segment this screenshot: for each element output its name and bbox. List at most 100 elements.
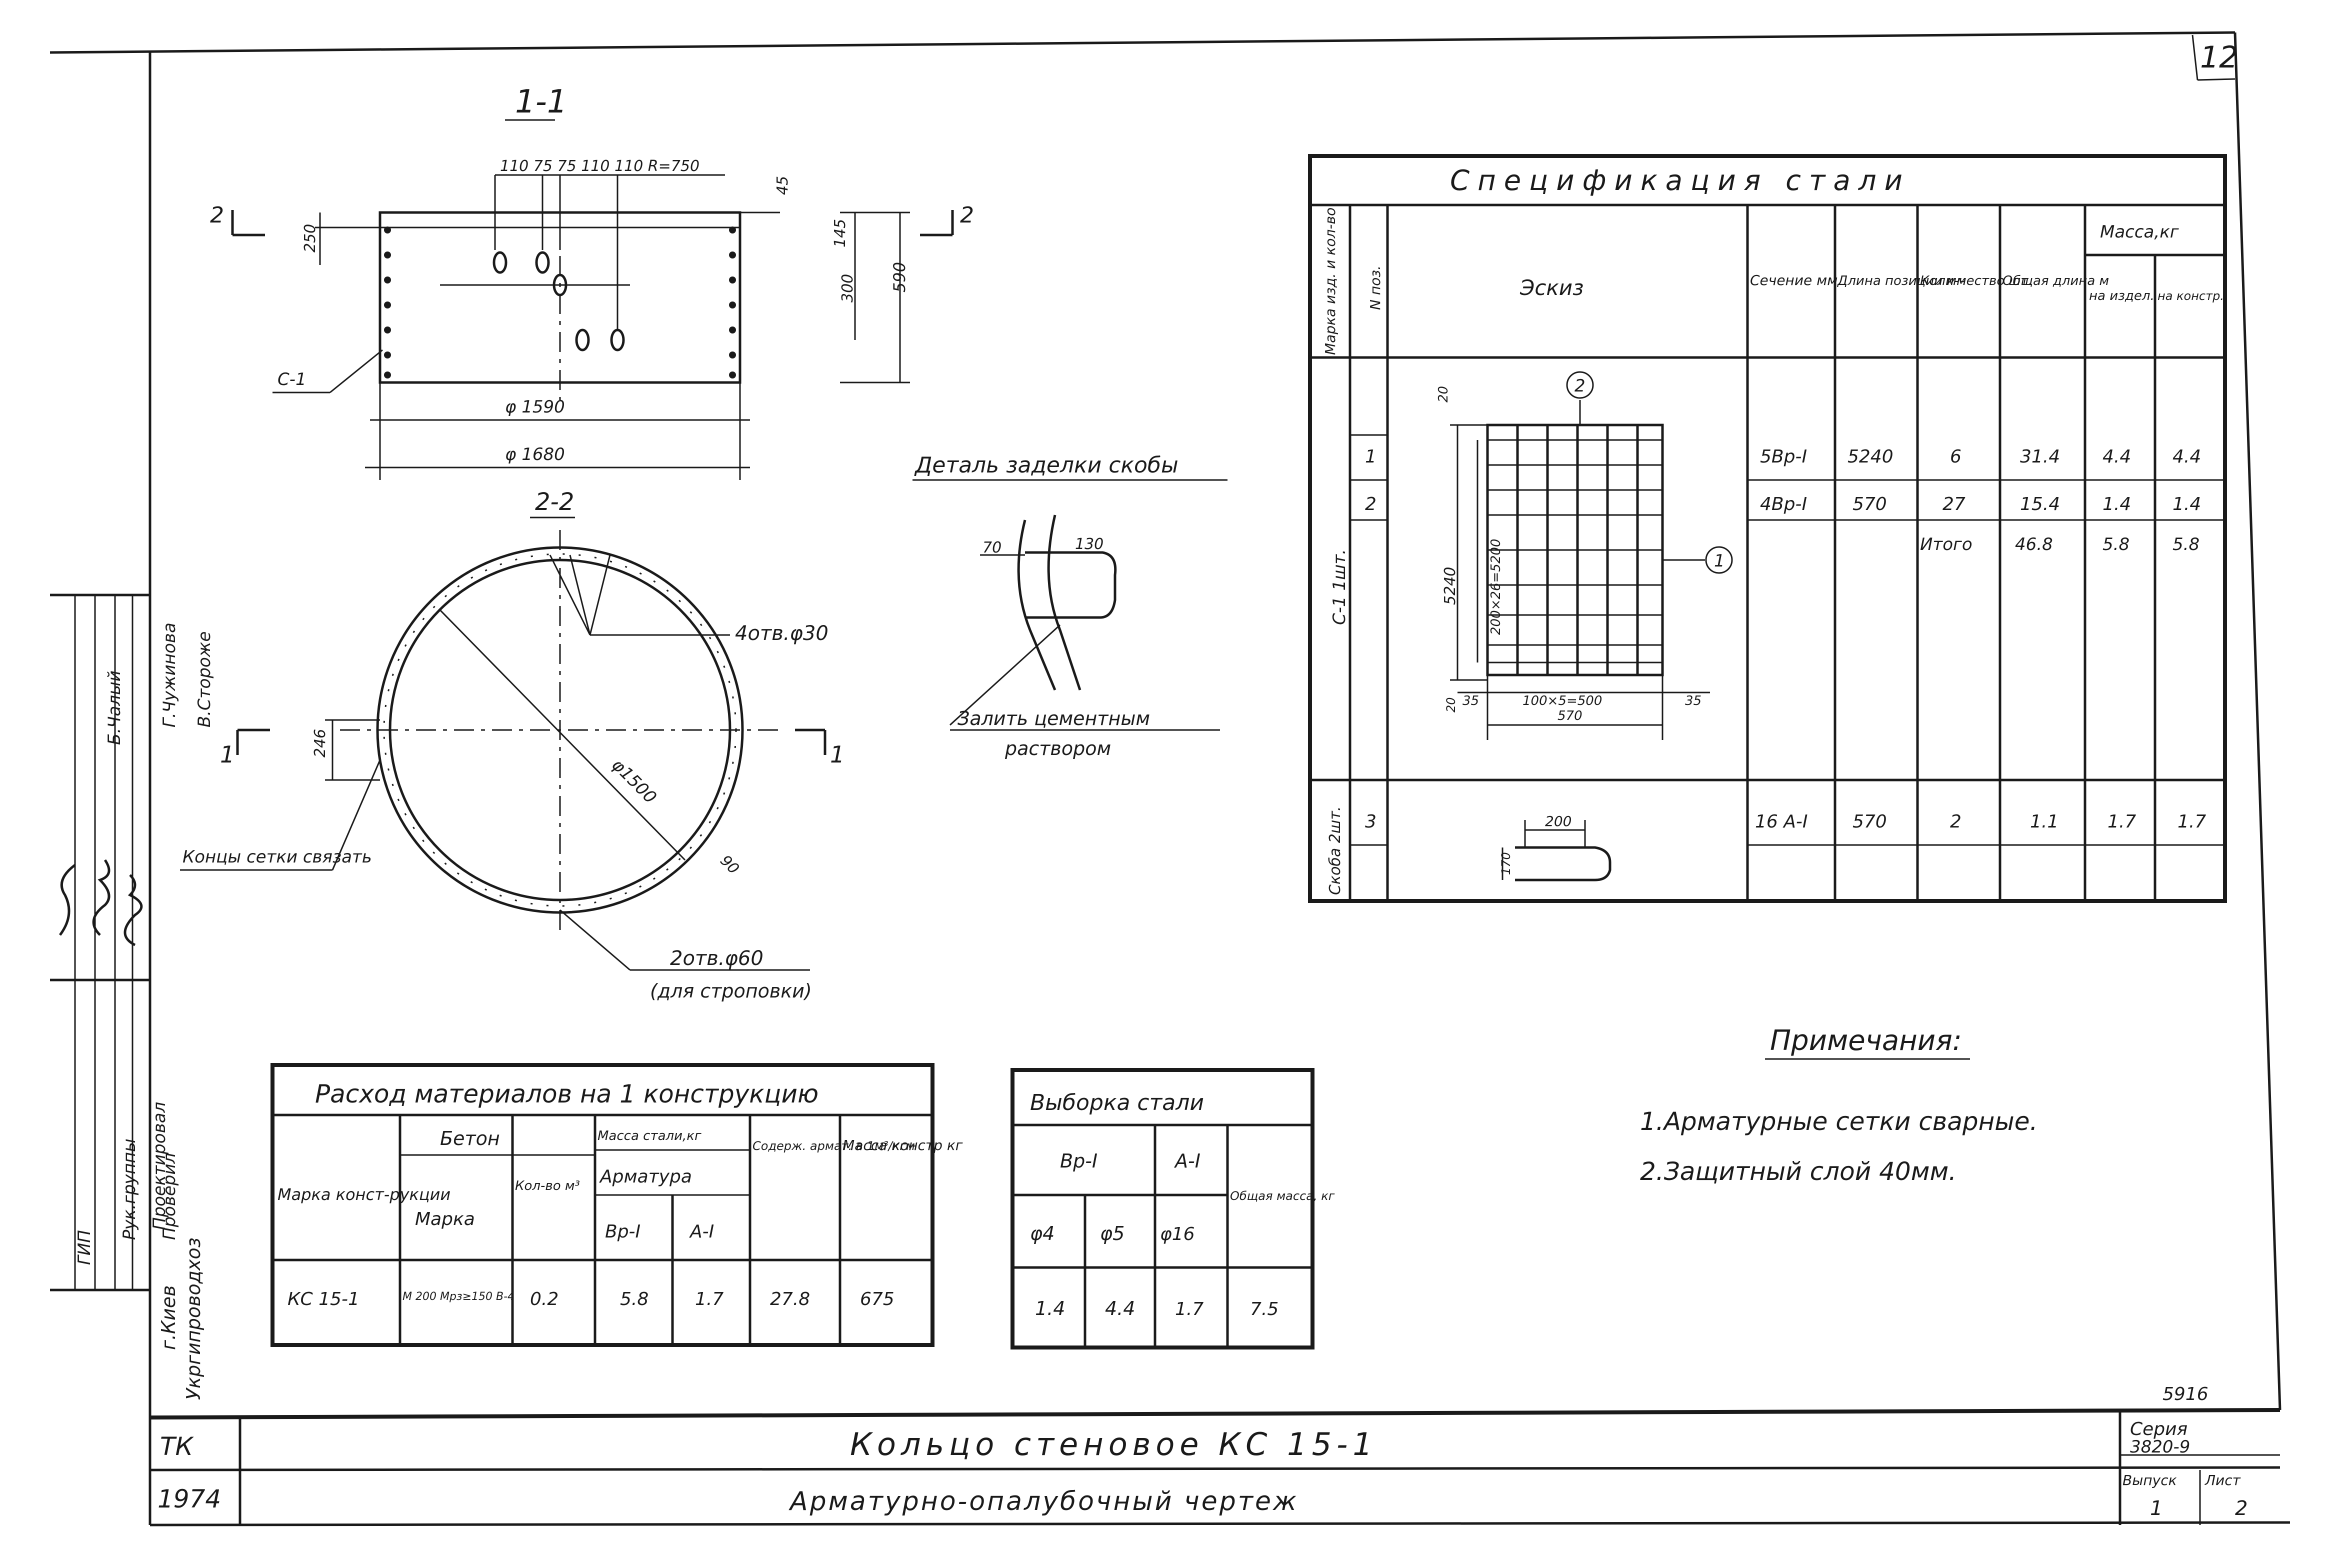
sketch-pos-2: 2	[1574, 376, 1586, 396]
spec-h-sketch: Эскиз	[1520, 276, 1584, 300]
title-org-code: ТК	[160, 1432, 194, 1461]
detail-note-line1: Залить цементным	[958, 708, 1150, 730]
cut-mark-2-right: 2	[960, 202, 974, 228]
page-number: 12	[2200, 40, 2238, 75]
selection-row-total: 7.5	[1250, 1299, 1278, 1320]
spec-row-3: 3 16 А-I 570 2 1.1 1.7 1.7	[1365, 812, 2206, 832]
sheet-frame	[50, 31, 2290, 1526]
materials-h-a1: А-I	[689, 1222, 714, 1242]
selection-h-d5: φ5	[1100, 1222, 1124, 1244]
sketch-dim-35b: 35	[1685, 694, 1702, 708]
lifting-holes-note: 2отв.φ60	[670, 947, 764, 970]
dim-top-chain: 110 75 75 110 110 R=750	[500, 158, 700, 175]
stamp-name-3: В.Стороже	[194, 632, 214, 728]
title-main: Кольцо стеновое КС 15-1	[850, 1426, 1378, 1462]
bracket-dim-200: 200	[1545, 813, 1572, 830]
sketch-dim-500: 100×5=500	[1522, 694, 1602, 708]
dim-246: 246	[312, 729, 329, 758]
spec-row-3-pos: 3	[1365, 812, 1376, 832]
signature-3	[124, 874, 143, 946]
spec-row-1-total: 31.4	[2020, 446, 2060, 467]
spec-row-total-mitem: 5.8	[2102, 534, 2130, 554]
stamp-role-group: Рук.группы	[120, 1138, 140, 1240]
spec-row-2-mitem: 1.4	[2102, 494, 2131, 514]
materials-row-mass: 675	[860, 1289, 894, 1310]
spec-h-mass-constr: на констр.	[2158, 289, 2224, 303]
sketch-pos-1: 1	[1714, 551, 1725, 571]
materials-table: Расход материалов на 1 конструкцию Марка…	[270, 1063, 963, 1347]
sketch-dim-5200: 200×26=5200	[1488, 539, 1504, 635]
selection-row-d4: 1.4	[1035, 1298, 1065, 1320]
spec-row-2-section: 4Вр-I	[1760, 494, 1807, 514]
title-block: ТК 1974 Кольцо стеновое КС 15-1 Арматурн…	[150, 1384, 2280, 1525]
spec-row-2-qty: 27	[1942, 494, 1966, 514]
notes-title: Примечания:	[1770, 1024, 1962, 1057]
detail-note-line2: раствором	[1004, 738, 1111, 760]
lifting-holes-sub: (для строповки)	[650, 980, 812, 1002]
stamp-name-1: Б.Чалый	[104, 670, 124, 745]
materials-h-concrete-mark: Марка	[415, 1209, 475, 1230]
notes-item-2: 2.Защитный слой 40мм.	[1640, 1157, 1956, 1186]
notes-item-1: 1.Арматурные сетки сварные.	[1640, 1107, 2038, 1136]
signature-1	[58, 864, 76, 936]
label-c1: С-1	[278, 370, 306, 390]
section-2-2: 2-2 φ1500 90 4отв.φ30 1 1 246 Концы сетк…	[180, 488, 844, 1002]
spec-h-mass-item: на издел.	[2089, 288, 2154, 304]
spec-row-2-total: 15.4	[2020, 494, 2060, 514]
dim-45: 45	[774, 176, 792, 195]
bracket-dim-170: 170	[1499, 852, 1513, 875]
rebar-dots-left	[384, 226, 391, 378]
mesh-ends-note: Концы сетки связать	[182, 847, 372, 867]
spec-row-total-len: 46.8	[2015, 534, 2053, 554]
materials-h-concrete-vol: Кол-во м³	[515, 1178, 580, 1194]
stamp-role-gip: ГИП	[74, 1230, 94, 1265]
dim-590: 590	[890, 262, 909, 292]
spec-row-1-pos: 1	[1365, 446, 1376, 467]
sketch-dim-5240: 5240	[1442, 567, 1459, 605]
selection-h-total: Общая масса, кг	[1230, 1189, 1335, 1203]
spec-row-2-mconstr: 1.4	[2172, 494, 2201, 514]
cut-mark-1-right: 1	[830, 741, 844, 768]
spec-row-3-mconstr: 1.7	[2178, 812, 2206, 832]
spec-row-3-section: 16 А-I	[1755, 812, 1808, 832]
spec-h-mass: Масса,кг	[2100, 222, 2180, 242]
holes-note: 4отв.φ30	[735, 622, 828, 645]
selection-h-a1: А-I	[1174, 1150, 1200, 1172]
dim-90: 90	[716, 852, 742, 878]
selection-row-d16: 1.7	[1175, 1299, 1204, 1320]
section-1-1: 1-1 110 75 75 110 110 R=	[210, 84, 974, 480]
selection-title: Выборка стали	[1030, 1090, 1204, 1116]
cut-mark-1-left: 1	[220, 741, 234, 768]
spec-group-c1: С-1 1шт.	[1330, 549, 1350, 625]
stamp-org: Укргипроводхоз	[182, 1238, 204, 1400]
spec-row-1-mitem: 4.4	[2102, 446, 2131, 467]
materials-row-mark: КС 15-1	[288, 1289, 360, 1310]
spec-h-mark: Марка изд. и кол-во	[1322, 208, 1338, 355]
bracket-sketch: 200 170	[1499, 813, 1612, 882]
signature-2	[92, 859, 110, 936]
dim-300: 300	[839, 274, 856, 302]
section-1-1-title: 1-1	[515, 84, 568, 120]
title-sub: Арматурно-опалубочный чертеж	[788, 1486, 1298, 1516]
title-series: 3820-9	[2130, 1437, 2190, 1457]
materials-row-content: 27.8	[770, 1289, 810, 1310]
bracket-detail: Деталь заделки скобы 70 130 Залить цемен…	[912, 452, 1228, 760]
title-series-label: Серия	[2130, 1419, 2188, 1440]
mesh-sketch: 2 1 20 5240 200×26=5200 20 35 100×5=500 …	[1436, 371, 1733, 740]
title-number: 5916	[2162, 1384, 2208, 1404]
title-issue: 1	[2150, 1497, 2162, 1520]
detail-title: Деталь заделки скобы	[914, 452, 1178, 478]
materials-h-content: Содерж. армат. в 1м³/кгм	[752, 1139, 915, 1153]
spec-row-3-mitem: 1.7	[2108, 812, 2136, 832]
spec-row-1-qty: 6	[1950, 446, 1962, 467]
spec-h-pos: N поз.	[1367, 266, 1384, 310]
rebar-dots-right	[729, 226, 736, 378]
materials-h-steel-mass: Масса стали,кг	[598, 1128, 702, 1144]
dim-diameter-1500: φ1500	[608, 755, 660, 808]
materials-row-a1: 1.7	[695, 1289, 724, 1310]
materials-row-concrete: М 200 Мрз≥150 В-4	[402, 1290, 514, 1303]
spec-row-total-mconstr: 5.8	[2172, 534, 2200, 554]
selection-h-d16: φ16	[1160, 1224, 1195, 1244]
spec-row-1-section: 5Вр-I	[1760, 446, 1807, 467]
spec-h-qty: Коли-чество шт.	[1920, 274, 2032, 288]
